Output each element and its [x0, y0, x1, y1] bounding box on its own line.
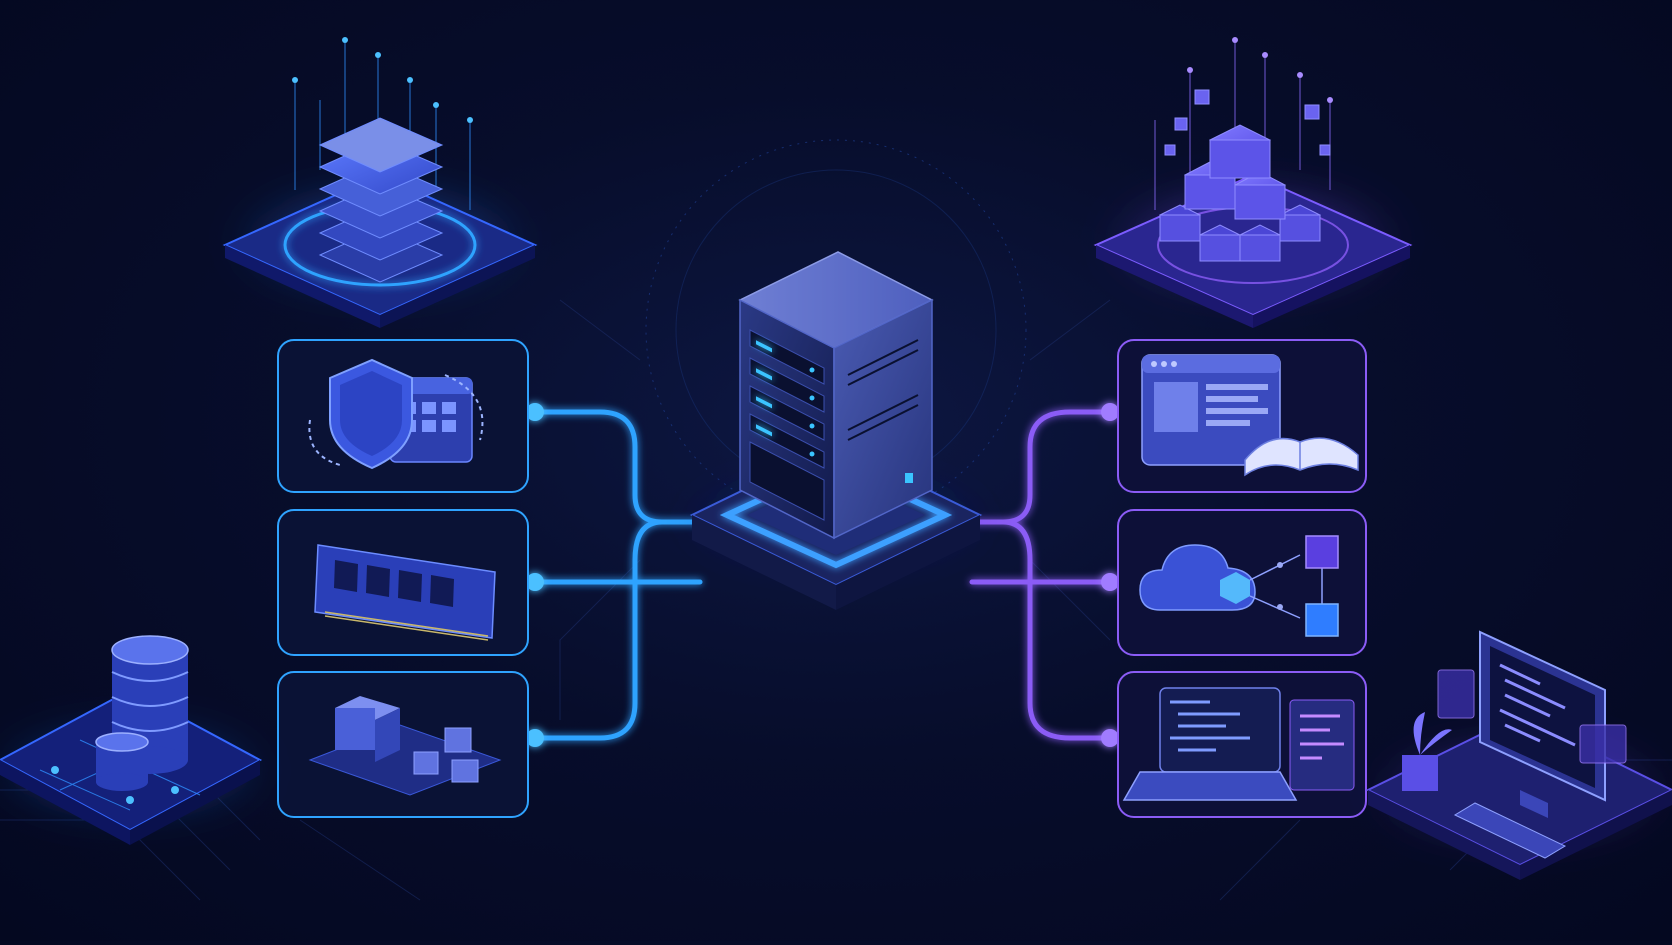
- browser-documentation-icon: [1141, 354, 1359, 477]
- bottom-left-platform-node: [0, 635, 270, 845]
- cloud-network-icon: [1139, 535, 1339, 637]
- stacked-layers-platform-icon: [318, 117, 444, 283]
- left-connector-dots: [526, 403, 544, 747]
- shield-calendar-backup-icon: [308, 358, 484, 470]
- left-connectors: [532, 409, 703, 741]
- connector-dot: [526, 573, 544, 591]
- right-connector-dots: [1101, 403, 1119, 747]
- cube-cluster-platform-icon: [1158, 89, 1331, 262]
- storage-blocks-icon: [308, 696, 502, 796]
- laptop-code-icon: [1122, 687, 1355, 801]
- database-cylinders-platform-icon: [95, 635, 189, 791]
- right-card-1: [1117, 339, 1367, 493]
- left-card-2: [277, 509, 529, 656]
- bottom-right-platform-node: [1365, 630, 1672, 880]
- server-tower-icon: [738, 251, 934, 540]
- right-connectors: [969, 409, 1113, 741]
- connector-dot: [1101, 573, 1119, 591]
- top-left-platform-node: [222, 37, 538, 328]
- memory-module-icon: [314, 544, 496, 641]
- desktop-workstation-icon: [1402, 630, 1627, 859]
- right-card-2: [1117, 509, 1367, 656]
- connector-dot: [526, 729, 544, 747]
- connector-dot: [1101, 403, 1119, 421]
- left-card-3: [277, 671, 529, 818]
- connector-dot: [1101, 729, 1119, 747]
- center-server-node: [666, 251, 1006, 610]
- top-right-platform-node: [1093, 37, 1413, 328]
- left-card-1: [277, 339, 529, 493]
- connector-dot: [526, 403, 544, 421]
- right-card-3: [1117, 671, 1367, 818]
